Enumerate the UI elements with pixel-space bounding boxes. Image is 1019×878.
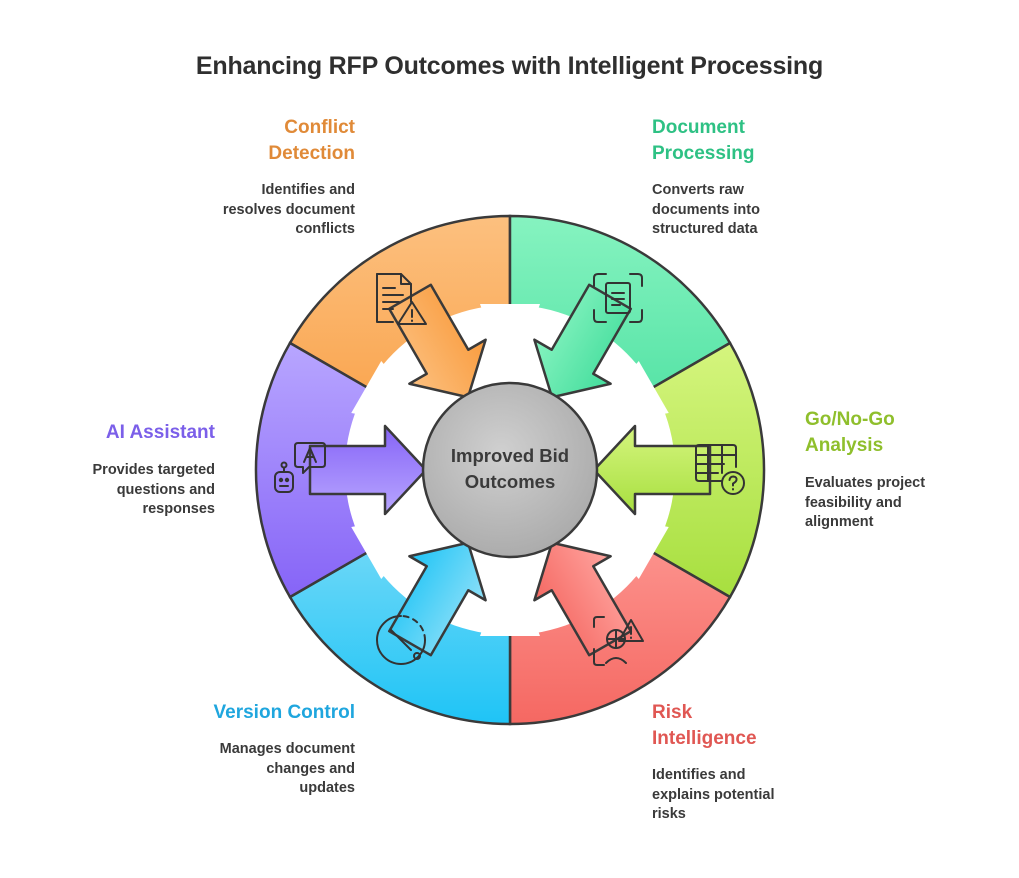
document-processing-title-line2: Processing	[652, 143, 755, 164]
desc-line: resolves document	[222, 201, 355, 218]
arrow-shape	[308, 424, 428, 516]
go-no-go-title: Go/No-Go Analysis	[805, 407, 1005, 459]
risk-intelligence-title: Risk Intelligence	[652, 700, 852, 752]
version-control-description: Manages document changes and updates	[155, 740, 355, 799]
arrow-gap	[351, 361, 435, 428]
diagram-title: Enhancing RFP Outcomes with Intelligent …	[195, 52, 824, 80]
desc-line: feasibility and	[805, 494, 902, 511]
desc-line: Converts raw	[652, 182, 744, 198]
arrow-shape	[592, 424, 712, 516]
chart-warning-icon	[593, 616, 644, 666]
ai-assistant-title: AI Assistant	[15, 420, 215, 446]
clock-dashed-icon	[376, 615, 426, 665]
arrows-group	[308, 283, 712, 657]
arrow-gap-shape	[585, 361, 669, 428]
conflict-detection-title: Conflict Detection	[200, 115, 355, 167]
arrow-shape	[387, 541, 487, 657]
go-no-go-title-line2: Analysis	[805, 435, 884, 456]
desc-line: alignment	[805, 514, 874, 530]
document-processing-title-line1: Document	[652, 117, 745, 138]
desc-line: Evaluates project	[805, 475, 926, 491]
arrow-version	[387, 541, 487, 657]
desc-line: responses	[142, 501, 215, 517]
arrow-gonogo	[592, 424, 712, 516]
desc-line: documents into	[652, 201, 760, 218]
version-control-title-line1: Version Control	[213, 702, 355, 723]
arrow-gap-shape	[480, 304, 540, 382]
arrow-gap-shape	[480, 558, 540, 636]
desc-line: questions and	[116, 481, 215, 498]
go-no-go-description: Evaluates project feasibility and alignm…	[805, 474, 1005, 533]
arrow-conflict	[387, 283, 487, 399]
arrow-gap-shape	[585, 512, 669, 579]
document-warning-icon	[376, 273, 427, 325]
desc-line: risks	[652, 806, 686, 822]
desc-line: Provides targeted	[92, 462, 216, 478]
desc-line: Identifies and	[261, 182, 355, 198]
desc-line: Identifies and	[652, 767, 746, 783]
conflict-detection-title-line1: Conflict	[284, 117, 355, 138]
document-processing-title: Document Processing	[652, 115, 852, 167]
arrow-shape	[387, 283, 487, 399]
ai-assistant-description: Provides targeted questions and response…	[15, 461, 216, 520]
conflict-detection-title-line2: Detection	[268, 143, 355, 164]
version-control-title: Version Control	[155, 700, 355, 726]
desc-line: explains potential	[652, 786, 775, 803]
center-label: Improved Bid Outcomes	[420, 443, 600, 495]
conflict-detection-description: Identifies and resolves document conflic…	[180, 181, 355, 240]
arrow-gap	[585, 512, 669, 579]
arrow-risk	[533, 541, 633, 657]
go-no-go-title-line1: Go/No-Go	[805, 409, 895, 430]
arrow-gap-shape	[351, 361, 435, 428]
arrow-ai	[308, 424, 428, 516]
desc-line: Manages document	[219, 741, 355, 757]
arrow-shape	[533, 541, 633, 657]
arrow-gap	[585, 361, 669, 428]
ai-assistant-title-line1: AI Assistant	[105, 422, 215, 443]
table-question-icon	[695, 444, 745, 495]
arrow-gap	[480, 304, 540, 382]
risk-intelligence-description: Identifies and explains potential risks	[652, 766, 852, 825]
risk-intelligence-title-line1: Risk	[652, 702, 693, 723]
desc-line: changes and	[266, 760, 355, 777]
arrow-gap-shape	[351, 512, 435, 579]
center-circle	[421, 381, 599, 559]
document-scan-icon	[593, 273, 643, 323]
desc-line: updates	[299, 780, 355, 796]
desc-line: conflicts	[295, 221, 355, 237]
document-processing-description: Converts raw documents into structured d…	[652, 181, 852, 240]
arrow-gap	[480, 558, 540, 636]
center-label-line2: Outcomes	[464, 471, 556, 492]
center-label-line1: Improved Bid	[450, 445, 570, 466]
arrow-gap	[351, 512, 435, 579]
robot-chat-icon	[274, 442, 326, 493]
desc-line: structured data	[652, 221, 758, 237]
risk-intelligence-title-line2: Intelligence	[652, 728, 757, 749]
